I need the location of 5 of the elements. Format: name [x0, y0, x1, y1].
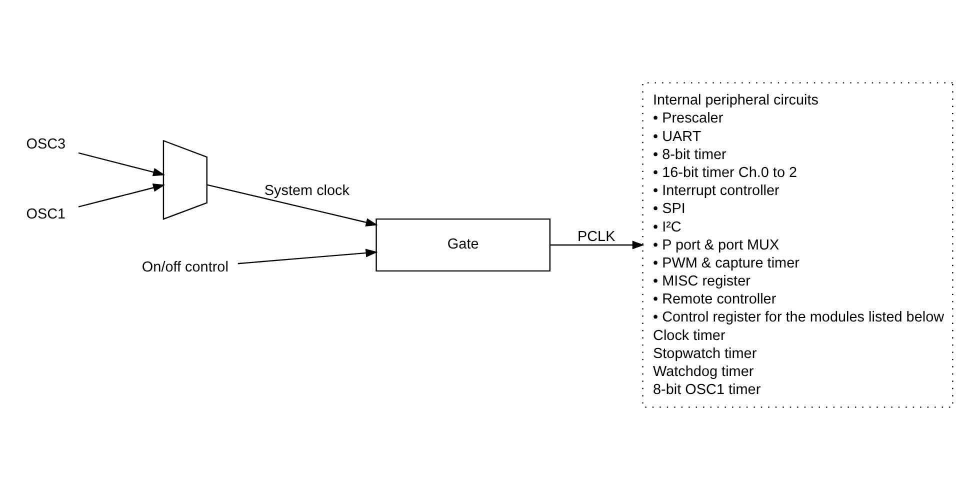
node-text: OSC1 [26, 206, 66, 222]
edge-label: System clock [264, 182, 350, 199]
node-text: OSC3 [26, 136, 66, 152]
edge-label: PCLK [577, 228, 616, 244]
node-text: On/off control [142, 259, 228, 276]
